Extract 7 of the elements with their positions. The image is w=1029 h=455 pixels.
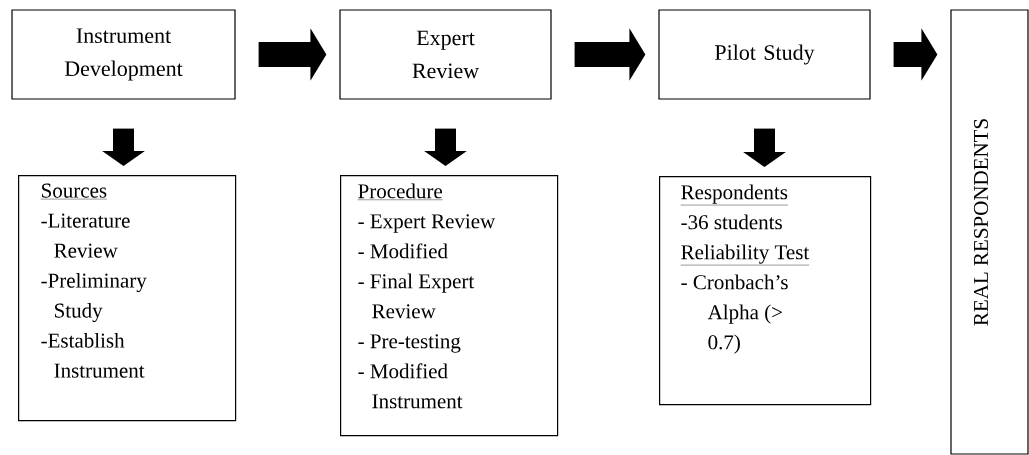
detail-box: Respondents -36 students Reliability Test - Cronbach’s Alpha (> 0.7) — [659, 176, 872, 406]
detail-box: Sources -Literature Review -Preliminary Study -Establish Instrument — [18, 175, 237, 422]
result-box: REAL RESPONDENTS — [950, 9, 1029, 455]
step-box: Instrument Development — [11, 9, 236, 100]
step-box: Pilot Study — [658, 9, 871, 100]
detail-box: Procedure - Expert Review - Modified - Final Expert Review - Pre-testing - Modified Instrument — [340, 175, 559, 437]
step-box: Expert Review — [339, 9, 552, 100]
